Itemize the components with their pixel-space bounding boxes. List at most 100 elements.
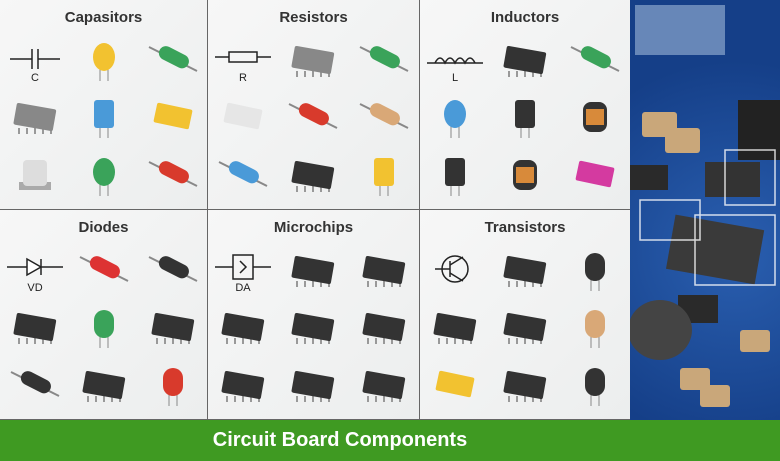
resistor-schematic-symbol-icon: R <box>215 51 272 84</box>
panel-title: Diodes <box>78 219 129 236</box>
to252-component-icon <box>82 371 125 403</box>
electrolytic-blue-component-icon <box>93 100 114 139</box>
panel-title: Microchips <box>273 219 354 236</box>
axial-green-component-icon <box>359 45 409 72</box>
component-cells <box>420 242 630 415</box>
capacitor-schematic-symbol-icon: C <box>9 48 60 84</box>
component-cell <box>0 357 69 415</box>
soic-ic-component-icon <box>362 255 405 287</box>
component-cell <box>349 32 419 90</box>
component-cell <box>69 147 138 205</box>
component-cell <box>560 300 630 358</box>
radial-inductor-black-component-icon <box>515 100 535 139</box>
component-cell <box>560 90 630 148</box>
component-cell <box>349 242 419 300</box>
panel-title: Inductors <box>490 9 560 26</box>
panel-title: Resistors <box>279 9 348 26</box>
component-cell: DA <box>208 242 278 300</box>
component-cell <box>420 242 490 300</box>
component-cell <box>208 357 278 415</box>
component-cell <box>420 300 490 358</box>
axial-black-component-icon <box>10 371 59 398</box>
component-cell <box>208 90 278 148</box>
pcb-illustration <box>628 5 780 407</box>
led-green-component-icon <box>93 310 114 349</box>
component-cell <box>490 32 560 90</box>
soic-ic-component-icon <box>292 313 335 345</box>
component-cell <box>278 90 348 148</box>
component-cell <box>208 300 278 358</box>
smd-power-inductor-component-icon <box>503 45 547 77</box>
component-cells: L <box>420 32 630 205</box>
pcb-photo <box>628 0 780 420</box>
component-cells: R <box>208 32 419 205</box>
resistor-array-component-icon <box>292 161 335 193</box>
ceramic-disc-yellow-component-icon <box>92 42 115 81</box>
component-cell: C <box>0 32 69 90</box>
component-cell <box>560 32 630 90</box>
to252-component-icon <box>503 255 547 287</box>
component-cell <box>138 242 207 300</box>
component-cell <box>69 242 138 300</box>
panel-title: Transistors <box>484 219 566 236</box>
component-cell <box>138 32 207 90</box>
sot223-component-icon <box>221 313 265 345</box>
panel-title: Capasitors <box>64 9 143 26</box>
component-cell <box>138 300 207 358</box>
disc-green-component-icon <box>92 158 115 197</box>
chip-schematic-symbol-icon: DA <box>215 254 272 294</box>
component-cell <box>420 147 490 205</box>
component-cell <box>490 90 560 148</box>
axial-beige-component-icon <box>359 103 409 130</box>
component-cell <box>69 357 138 415</box>
diode-schematic-symbol-icon: VD <box>6 257 63 294</box>
component-cell <box>420 357 490 415</box>
radial-inductor-black-component-icon <box>445 158 465 197</box>
symbol-label: VD <box>27 282 42 294</box>
component-cell <box>278 32 348 90</box>
qfp-ic-component-icon <box>362 371 405 403</box>
component-cell <box>0 147 69 205</box>
symbol-label: L <box>452 72 458 84</box>
component-cell <box>278 300 348 358</box>
axial-green-component-icon <box>570 45 620 72</box>
tantalum-yellow-component-icon <box>153 103 192 130</box>
panel-transistors: Transistors <box>420 210 630 420</box>
component-cell <box>560 147 630 205</box>
symbol-label: R <box>239 72 247 84</box>
qfp-ic-component-icon <box>362 313 405 345</box>
component-cell <box>138 357 207 415</box>
component-cell <box>69 300 138 358</box>
to220-component-icon <box>503 371 547 403</box>
radial-yellow-component-icon <box>373 158 394 197</box>
dip-ic-component-icon <box>292 255 335 287</box>
to92-component-icon <box>585 252 605 291</box>
component-cell <box>0 300 69 358</box>
axial-blue-component-icon <box>218 161 268 188</box>
component-cell <box>208 147 278 205</box>
component-cells: C <box>0 32 207 205</box>
transistor-schematic-symbol-icon <box>435 255 469 283</box>
axial-black-component-icon <box>148 255 197 282</box>
component-cell <box>349 357 419 415</box>
component-cell <box>420 90 490 148</box>
component-cell <box>560 357 630 415</box>
footer-title: Circuit Board Components <box>212 429 468 451</box>
component-cell <box>278 242 348 300</box>
component-cell <box>278 147 348 205</box>
smd-resistor-component-icon <box>292 45 335 77</box>
component-cell <box>0 90 69 148</box>
component-cell: R <box>208 32 278 90</box>
component-cells: DA <box>208 242 419 415</box>
array-yellow-component-icon <box>435 371 475 398</box>
component-cell <box>490 357 560 415</box>
led-beige-component-icon <box>585 310 605 349</box>
axial-red-component-icon <box>289 103 338 130</box>
smd-chip-gray-component-icon <box>13 103 56 135</box>
to92-black-component-icon <box>585 368 605 407</box>
led-red-component-icon <box>162 368 183 407</box>
